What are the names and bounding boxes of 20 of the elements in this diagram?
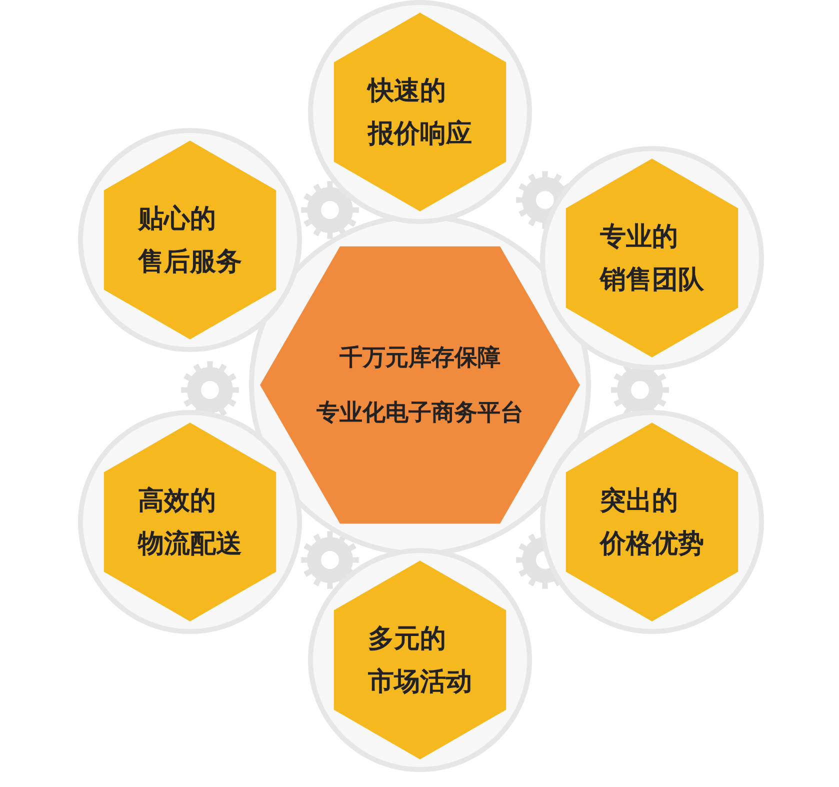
hexagon-circle	[77, 409, 303, 635]
label-text: 销售团队	[600, 264, 704, 297]
label-text: 专业化电子商务平台	[316, 399, 524, 428]
label-text: 报价响应	[368, 118, 472, 151]
label-text: 高效的	[138, 485, 216, 518]
hexagon-circle	[539, 409, 765, 635]
label-text: 多元的	[368, 623, 446, 656]
hexagon-circle	[539, 145, 765, 371]
label-text: 售后服务	[138, 246, 242, 279]
label-text: 快速的	[368, 75, 446, 108]
hexagon-circle	[307, 547, 533, 773]
label-text: 物流配送	[138, 528, 242, 561]
label-text: 贴心的	[138, 203, 216, 236]
hexagon-circle	[307, 0, 533, 225]
hexagon-circle	[77, 127, 303, 353]
label-text: 千万元库存保障	[340, 344, 500, 373]
label-text: 突出的	[600, 485, 678, 518]
label-text: 价格优势	[600, 528, 704, 561]
label-text: 市场活动	[368, 666, 472, 699]
label-text: 专业的	[600, 221, 678, 254]
